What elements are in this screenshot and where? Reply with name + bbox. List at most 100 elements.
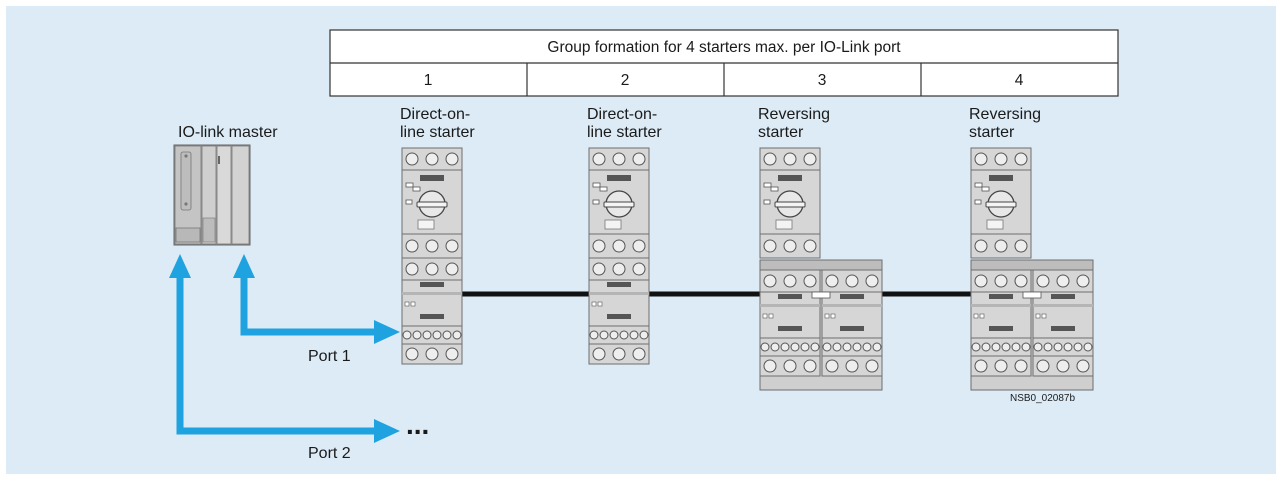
breaker-indicator	[763, 199, 771, 205]
table-column-3: 3	[818, 72, 827, 89]
breaker-indicator	[405, 199, 413, 205]
port-2-arrowhead-right	[374, 419, 400, 443]
master-module-foot	[202, 217, 216, 243]
contactor-slot	[420, 282, 444, 287]
label-plate	[775, 219, 793, 230]
terminal-screw	[405, 152, 419, 166]
starter-1-direct-on-line	[401, 147, 463, 365]
terminal-screw	[1014, 274, 1028, 288]
terminal-screw	[612, 239, 626, 253]
terminal-screw	[1014, 239, 1028, 253]
contactor-slot	[778, 294, 802, 299]
contactor-rail	[760, 304, 820, 307]
io-link-diagram: Group formation for 4 starters max. per …	[169, 29, 1119, 462]
label-plate	[986, 219, 1004, 230]
contactor-rail	[402, 292, 462, 295]
terminal-screw	[783, 274, 797, 288]
terminal-screw	[763, 152, 777, 166]
group-formation-table: Group formation for 4 starters max. per …	[329, 29, 1119, 97]
breaker-slot	[607, 175, 631, 181]
label-plate	[417, 219, 435, 230]
aux-terminal-screw	[810, 342, 820, 352]
terminal-screw	[632, 152, 646, 166]
master-module-3	[231, 145, 250, 245]
status-led	[768, 313, 774, 319]
contactor-slot	[420, 314, 444, 319]
terminal-screw	[763, 359, 777, 373]
aux-terminal-screw	[760, 342, 770, 352]
port-2-arrowhead-up	[169, 254, 191, 278]
terminal-screw	[803, 359, 817, 373]
starter-1-label-line2: line starter	[400, 124, 475, 141]
rotary-handle	[416, 201, 448, 208]
diagram-canvas: Group formation for 4 starters max. per …	[6, 6, 1276, 474]
breaker-indicator	[981, 186, 990, 192]
terminal-screw	[803, 274, 817, 288]
reversing-link	[759, 259, 883, 271]
contactor-slot	[778, 326, 802, 331]
table-title: Group formation for 4 starters max. per …	[547, 39, 901, 56]
drawing-code: NSB0_02087b	[1010, 393, 1075, 404]
starter-2-label-line2: line starter	[587, 124, 662, 141]
continuation-ellipsis: ...	[406, 409, 429, 440]
breaker-indicator	[412, 186, 421, 192]
terminal-screw	[994, 239, 1008, 253]
contactor-slot	[1051, 326, 1075, 331]
contactor-slot	[607, 282, 631, 287]
port-1-label: Port 1	[308, 348, 351, 365]
contactor-rail	[589, 292, 649, 295]
rotary-handle	[774, 201, 806, 208]
terminal-screw	[632, 347, 646, 361]
aux-terminal-screw	[1001, 342, 1011, 352]
master-base	[175, 227, 201, 243]
aux-terminal-screw	[822, 342, 832, 352]
port-2-label: Port 2	[308, 445, 351, 462]
port-1-connection-line	[240, 272, 376, 336]
aux-terminal-screw	[402, 330, 412, 340]
terminal-screw	[974, 274, 988, 288]
breaker-indicator	[974, 182, 983, 188]
terminal-screw	[612, 262, 626, 276]
terminal-screw	[592, 347, 606, 361]
terminal-screw	[405, 347, 419, 361]
terminal-screw	[1056, 359, 1070, 373]
terminal-screw	[974, 152, 988, 166]
table-column-1: 1	[424, 72, 433, 89]
master-screw	[184, 154, 188, 158]
port-1-arrowhead-right	[374, 320, 400, 344]
terminal-screw	[865, 359, 879, 373]
aux-terminal-screw	[1063, 342, 1073, 352]
aux-terminal-screw	[971, 342, 981, 352]
rotary-handle	[603, 201, 635, 208]
master-connector	[180, 151, 192, 211]
aux-terminal-screw	[790, 342, 800, 352]
contactor-rail	[1033, 304, 1093, 307]
aux-terminal-screw	[619, 330, 629, 340]
terminal-screw	[425, 239, 439, 253]
aux-terminal-screw	[639, 330, 649, 340]
breaker-indicator	[405, 182, 414, 188]
aux-terminal-screw	[589, 330, 599, 340]
starter-4-label-line1: Reversing	[969, 106, 1041, 123]
port-connections	[176, 272, 376, 435]
master-label: IO-link master	[178, 124, 278, 141]
terminal-screw	[445, 262, 459, 276]
status-led	[404, 301, 410, 307]
master-led	[218, 156, 220, 164]
terminal-screw	[592, 262, 606, 276]
breaker-slot	[778, 175, 802, 181]
starter-4-reversing	[970, 147, 1094, 391]
aux-terminal-screw	[780, 342, 790, 352]
starter-3-label-line2: starter	[758, 124, 804, 141]
aux-terminal-screw	[442, 330, 452, 340]
contactor-slot	[840, 294, 864, 299]
status-led	[591, 301, 597, 307]
status-led	[1041, 313, 1047, 319]
terminal-screw	[803, 239, 817, 253]
status-led	[979, 313, 985, 319]
breaker-indicator	[599, 186, 608, 192]
terminal-screw	[994, 274, 1008, 288]
terminal-screw	[825, 274, 839, 288]
terminal-screw	[994, 359, 1008, 373]
terminal-screw	[1036, 359, 1050, 373]
